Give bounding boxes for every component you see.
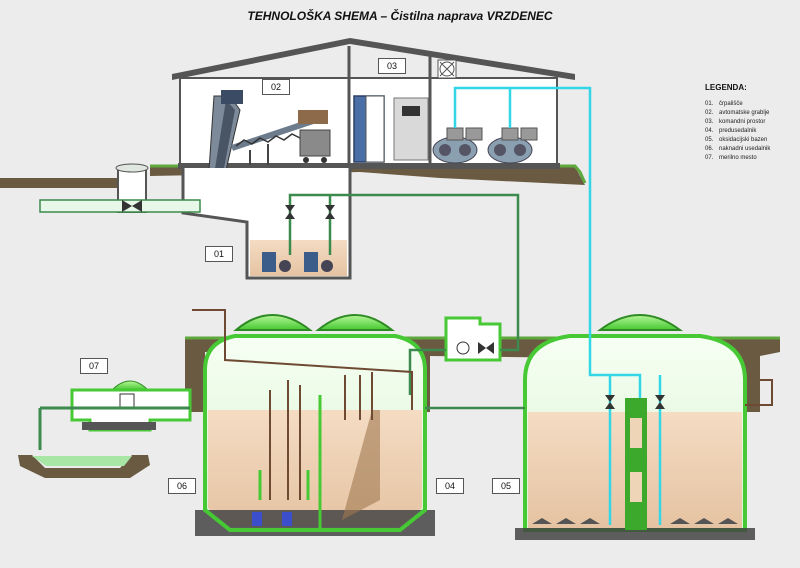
- settler-baffle: [258, 470, 310, 500]
- control-panel-screen: [402, 106, 420, 116]
- soil-left-upper: [0, 178, 120, 188]
- measuring-base: [82, 422, 156, 430]
- water-body: [32, 456, 132, 466]
- tag-03: 03: [378, 58, 406, 74]
- legend-item: 02.avtomatske grablje: [705, 110, 770, 116]
- aeration-diffusers: [532, 518, 738, 524]
- tag-06: 06: [168, 478, 196, 494]
- blower-1: [432, 127, 483, 164]
- pump-2: [304, 252, 333, 272]
- settler-dome-2: [315, 314, 395, 331]
- inlet-pipe: [39, 199, 201, 213]
- aeration-column: [625, 398, 647, 530]
- legend-list: 01.črpališče 02.avtomatske grablje 03.ko…: [705, 100, 770, 163]
- legend-item: 04.predusedalnik: [705, 128, 757, 134]
- legend-item: 01.črpališče: [705, 101, 743, 107]
- valves: [285, 205, 665, 409]
- settler-base: [195, 510, 435, 536]
- pump-blue-1: [252, 512, 262, 526]
- page-title: TEHNOLOŠKA SHEMA – Čistilna naprava VRZD…: [247, 9, 553, 23]
- legend-heading: LEGENDA:: [705, 83, 747, 92]
- legend-item: 03.komandni prostor: [705, 119, 766, 125]
- soil-water: [18, 455, 150, 478]
- container-bin: [299, 129, 331, 163]
- pump-1: [262, 252, 291, 272]
- settler-liquid: [208, 410, 422, 527]
- tag-01: 01: [205, 246, 233, 262]
- tag-02: 02: [262, 79, 290, 95]
- valve-chamber: [444, 316, 502, 362]
- settler-cone: [342, 410, 380, 520]
- legend-item: 07.merilno mesto: [705, 155, 757, 161]
- blower-2: [487, 127, 538, 164]
- settler-tank-outline: [203, 410, 427, 532]
- pump-blue-2: [282, 512, 292, 526]
- building-floor: [178, 163, 560, 169]
- legend-item: 05.oksidacijski bazen: [705, 137, 768, 143]
- tag-07: 07: [80, 358, 108, 374]
- brown-pipes: [192, 309, 773, 500]
- legend-item: 06.naknadni usedalnik: [705, 146, 771, 152]
- aeration-dome: [596, 314, 684, 331]
- tag-04: 04: [436, 478, 464, 494]
- tag-05: 05: [492, 478, 520, 494]
- building-roof: [172, 38, 575, 80]
- door-frame: [365, 95, 385, 163]
- settler-dome-1: [233, 314, 313, 331]
- aeration-base: [515, 528, 755, 540]
